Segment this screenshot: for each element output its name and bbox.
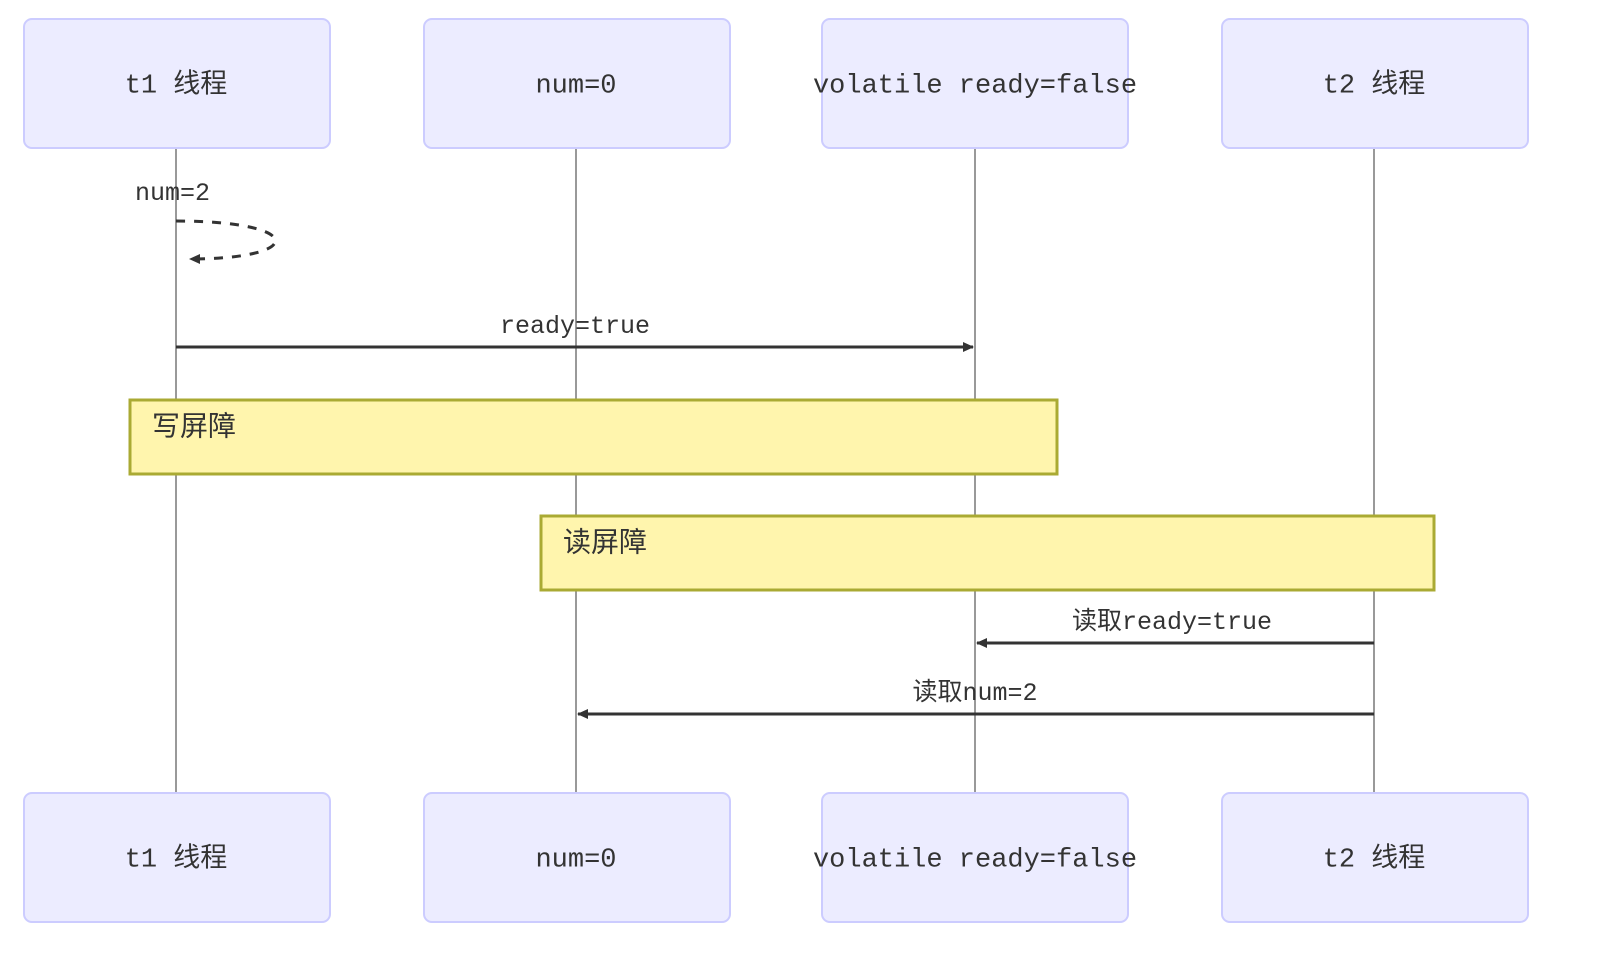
participant-volatile-bottom: volatile ready=false [813,792,1137,923]
message-label-ready-true: ready=true [500,312,650,341]
participants-bottom-layer: t1 线程 num=0 volatile ready=false t2 线程 [23,792,1529,923]
participant-label-t2: t2 线程 [1323,843,1426,876]
message-label-read-ready-true: 读取ready=true [1072,607,1272,637]
participant-t1-top: t1 线程 [23,18,331,149]
message-label-read-num-2: 读取num=2 [912,678,1037,708]
participant-box-volatile [821,18,1129,149]
note-box-write-barrier [128,398,1059,476]
participant-box-num [423,18,731,149]
participant-t2-bottom: t2 线程 [1221,792,1529,923]
note-label-read-barrier: 读屏障 [563,526,647,557]
participant-box-t1 [23,792,331,923]
message-self-num-2: num=2 [135,179,277,264]
message-read-ready-true: 读取ready=true [976,607,1374,648]
participant-volatile-top: volatile ready=false [813,18,1137,149]
participant-box-num [423,792,731,923]
participant-label-volatile: volatile ready=false [813,72,1137,102]
participant-label-volatile: volatile ready=false [813,846,1137,876]
participant-num-top: num=0 [423,18,731,149]
participant-box-t2 [1221,18,1529,149]
message-label-self-num-2: num=2 [135,179,210,208]
participant-box-t1 [23,18,331,149]
participant-num-bottom: num=0 [423,792,731,923]
note-box-read-barrier [539,514,1436,592]
participant-label-num: num=0 [535,846,616,876]
participant-t1-bottom: t1 线程 [23,792,331,923]
participant-label-t2: t2 线程 [1323,69,1426,102]
message-line-self-num-2 [175,219,277,264]
participant-t2-top: t2 线程 [1221,18,1529,149]
messages-layer: num=2 ready=true 读取ready=true 读取num=2 [135,179,1374,719]
note-label-write-barrier: 写屏障 [152,410,236,441]
note-read-barrier: 读屏障 [539,514,1436,592]
participant-label-t1: t1 线程 [125,69,228,102]
message-ready-true: ready=true [176,312,974,352]
participant-label-t1: t1 线程 [125,843,228,876]
participant-box-t2 [1221,792,1529,923]
participant-box-volatile [821,792,1129,923]
message-read-num-2: 读取num=2 [577,678,1374,719]
note-write-barrier: 写屏障 [128,398,1059,476]
participant-label-num: num=0 [535,72,616,102]
participants-top-layer: t1 线程 num=0 volatile ready=false t2 线程 [23,18,1529,149]
